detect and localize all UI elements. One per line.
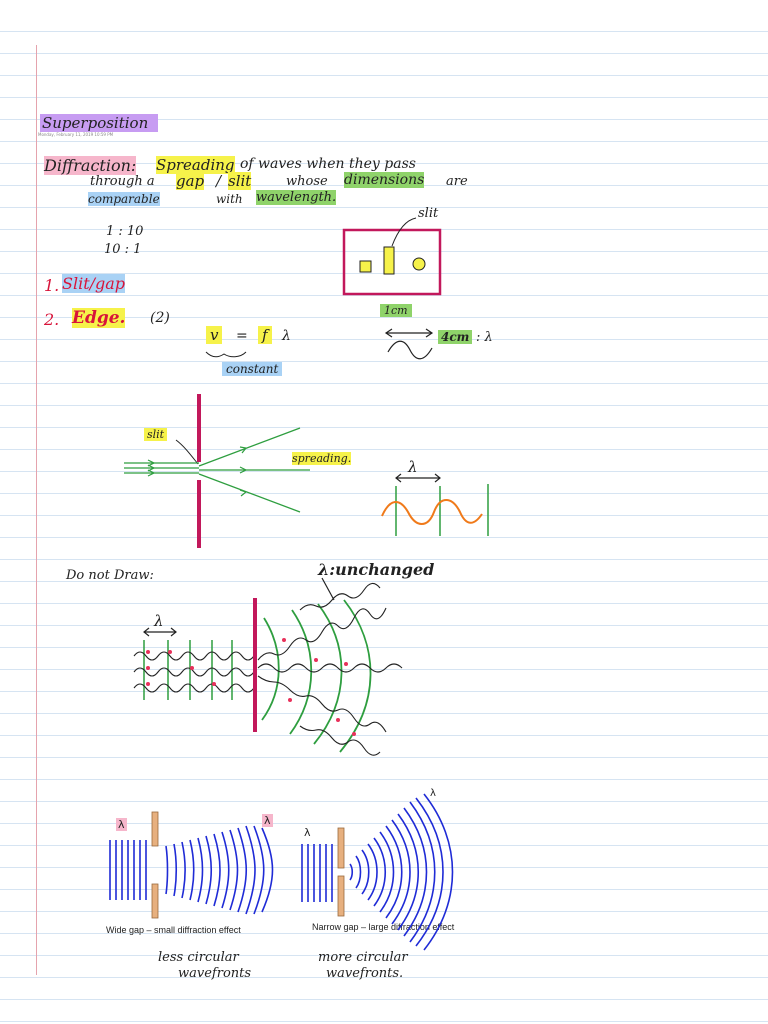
list-item-1-number: 1.: [44, 276, 60, 295]
wide-gap-waves-out: [165, 825, 274, 915]
lambda-unchanged-label: λ:unchanged: [318, 560, 435, 579]
equation-v: v: [206, 326, 223, 344]
list-item-2-number: 2.: [44, 310, 60, 329]
page-title: Superposition: [40, 114, 159, 132]
wide-gap-lambda-right: λ: [262, 814, 273, 827]
small-wave-sketch: [387, 340, 433, 360]
dnd-crest-dots: [146, 638, 356, 736]
constant-label: constant: [222, 362, 283, 376]
whose-text: whose: [286, 174, 328, 189]
less-circular-label: less circular: [158, 950, 239, 965]
orange-wave-lambda: λ: [408, 458, 418, 476]
narrow-gap-plane-waves: [301, 844, 333, 902]
slit-box-label: slit: [418, 206, 439, 221]
dnd-plane-wavefronts: [143, 640, 233, 700]
spreading-ray-arrows: [239, 446, 248, 497]
dnd-incoming-waves: [133, 651, 255, 693]
dnd-unchanged-arrow: [321, 577, 335, 601]
incoming-rays: [124, 462, 199, 474]
equation-equals: =: [236, 328, 248, 344]
through-text: through a: [90, 174, 155, 189]
narrow-gap-lambda: λ: [304, 826, 311, 839]
spreading-word: Spreading: [156, 156, 235, 174]
narrow-gap-barrier-top: [337, 827, 345, 869]
spreading-rays: [198, 427, 310, 513]
equation-brace: [205, 351, 247, 358]
circle-slit-shape: [412, 257, 426, 271]
more-circular-wavefronts: wavefronts.: [326, 966, 404, 981]
margin-line: [36, 45, 37, 975]
wide-gap-barrier-bottom: [151, 883, 159, 919]
rectangle-slit-shape: [383, 246, 395, 275]
orange-wave: [381, 499, 483, 525]
dnd-circular-wavefronts: [261, 599, 372, 753]
ratio-1-10: 1 : 10: [106, 224, 144, 239]
do-not-draw-label: Do not Draw:: [66, 568, 154, 583]
more-circular-label: more circular: [318, 950, 408, 965]
slit-word: slit: [228, 172, 252, 190]
narrow-gap-lambda-right: λ: [430, 788, 436, 799]
are-text: are: [446, 174, 468, 189]
four-cm-arrow-head-left: [384, 328, 393, 338]
four-cm-arrow-head-right: [425, 328, 434, 338]
wavelength-word: wavelength.: [256, 190, 337, 205]
list-item-1-slit-gap: Slit/gap: [62, 274, 126, 293]
spreading-slit-label: slit: [144, 428, 168, 441]
date-line: Monday, February 11, 2019 10:59 PM: [38, 132, 114, 137]
definition-line1: of waves when they pass: [240, 156, 416, 172]
with-text: with: [216, 192, 243, 206]
dimensions-word: dimensions: [344, 172, 425, 188]
wide-gap-lambda: λ: [116, 818, 127, 831]
ratio-10-1: 10 : 1: [104, 242, 142, 257]
less-circular-wavefronts: wavefronts: [178, 966, 252, 981]
dnd-outgoing-waves: [257, 582, 403, 756]
four-cm-label: 4cm: [438, 330, 473, 344]
narrow-gap-barrier-bottom: [337, 875, 345, 917]
wide-gap-plane-waves: [109, 840, 147, 900]
slit-box: [342, 228, 442, 296]
equation-f: f: [258, 326, 272, 344]
square-slit-shape: [359, 260, 372, 273]
equation-lambda: λ: [282, 328, 291, 344]
diffraction-term: Diffraction:: [44, 156, 137, 175]
narrow-gap-circular-waves: [349, 793, 454, 951]
list-item-2-note: (2): [150, 310, 170, 326]
one-cm-label: 1cm: [380, 304, 412, 317]
wide-gap-caption: Wide gap – small diffraction effect: [106, 925, 241, 935]
four-cm-lambda: : λ: [476, 330, 493, 345]
wide-gap-barrier-top: [151, 811, 159, 847]
incoming-ray-arrows: [147, 459, 156, 477]
do-not-draw-lambda: λ: [154, 612, 164, 630]
slit-pointer: [391, 217, 417, 247]
comparable-word: comparable: [88, 192, 160, 206]
slit-label-pointer: [175, 439, 199, 465]
spreading-label: spreading.: [292, 452, 352, 465]
orange-wave-markers: [395, 484, 489, 536]
slash-text: /: [216, 172, 222, 190]
narrow-gap-caption: Narrow gap – large diffraction effect: [312, 922, 455, 932]
gap-word: gap: [176, 172, 205, 190]
list-item-2-edge: Edge.: [72, 308, 126, 328]
